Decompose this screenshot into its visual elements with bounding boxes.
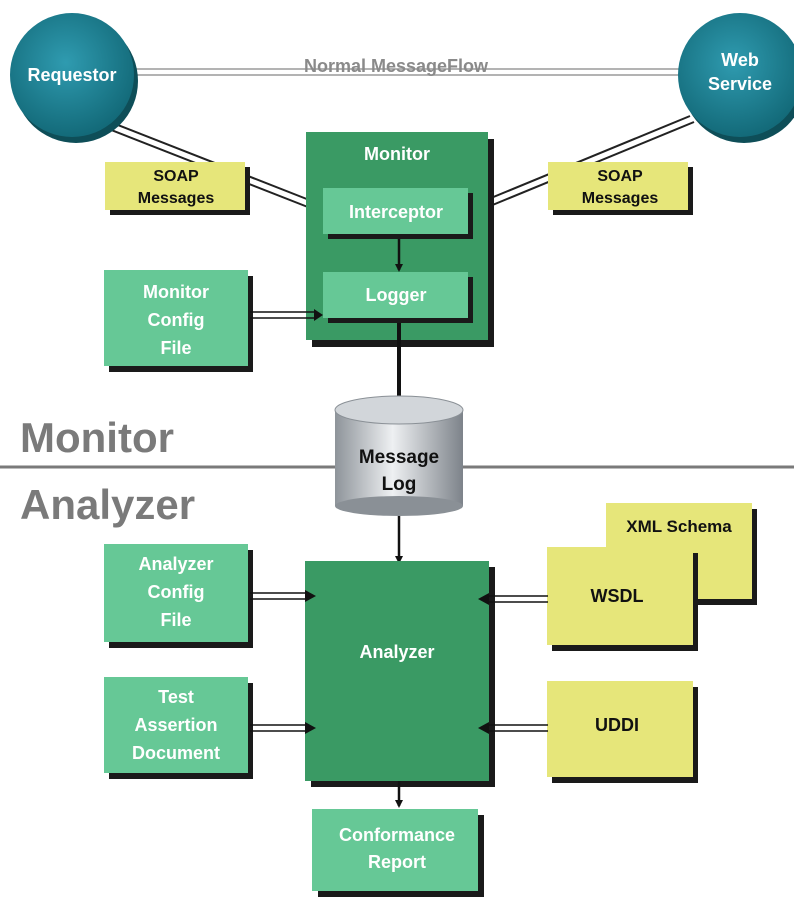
test-assertion-document: Test Assertion Document: [104, 677, 253, 779]
message-log-line2: Log: [382, 474, 417, 495]
interceptor-label: Interceptor: [349, 202, 443, 222]
monitor-box-title: Monitor: [364, 144, 430, 164]
monitor-config-line1: Monitor: [143, 282, 209, 302]
uddi-doc: UDDI: [547, 681, 698, 783]
web-service-label-line1: Web: [721, 50, 759, 70]
test-assertion-line2: Assertion: [134, 715, 217, 735]
soap-right-line2: Messages: [582, 190, 659, 207]
requestor-node: Requestor: [10, 13, 138, 143]
requestor-label: Requestor: [27, 65, 116, 85]
analyzer-config-line3: File: [160, 610, 191, 630]
section-label-monitor: Monitor: [20, 414, 174, 461]
analyzer-config-line1: Analyzer: [138, 554, 213, 574]
analyzer-config-file: Analyzer Config File: [104, 544, 253, 648]
monitor-config-file: Monitor Config File: [104, 270, 253, 372]
soap-messages-left: SOAP Messages: [105, 162, 250, 215]
conformance-report-line1: Conformance: [339, 825, 455, 845]
conformance-report: Conformance Report: [312, 809, 484, 897]
analyzer-box-label: Analyzer: [359, 642, 434, 662]
analyzer-config-line2: Config: [148, 582, 205, 602]
normal-message-flow-label: Normal MessageFlow: [304, 56, 489, 76]
uddi-to-analyzer-arrow: [478, 722, 548, 734]
analyzer-config-to-analyzer-arrow: [250, 590, 316, 602]
soap-left-line2: Messages: [138, 190, 215, 207]
web-service-node: Web Service: [678, 13, 794, 143]
monitor-config-to-logger-arrow: [250, 309, 323, 321]
logger-node: Logger: [323, 272, 473, 323]
section-label-analyzer: Analyzer: [20, 481, 195, 528]
test-assertion-to-analyzer-arrow: [250, 722, 316, 734]
monitor-config-line2: Config: [148, 310, 205, 330]
logger-label: Logger: [366, 285, 427, 305]
analyzer-box: Analyzer: [305, 561, 495, 787]
wsdl-label: WSDL: [591, 586, 644, 606]
soap-right-line1: SOAP: [597, 168, 643, 185]
test-assertion-line3: Document: [132, 743, 220, 763]
conformance-report-line2: Report: [368, 852, 426, 872]
normal-flow-connector: [130, 68, 680, 76]
monitor-config-line3: File: [160, 338, 191, 358]
message-log-line1: Message: [359, 447, 439, 468]
xml-schema-label: XML Schema: [626, 517, 732, 536]
web-service-label-line2: Service: [708, 74, 772, 94]
soap-messages-right: SOAP Messages: [548, 162, 693, 215]
wsdl-doc: WSDL: [547, 547, 698, 651]
wsdl-to-analyzer-arrow: [478, 593, 548, 605]
message-log-cylinder: Message Log: [334, 395, 464, 516]
uddi-label: UDDI: [595, 715, 639, 735]
soap-left-line1: SOAP: [153, 168, 199, 185]
interceptor-node: Interceptor: [323, 188, 473, 239]
test-assertion-line1: Test: [158, 687, 194, 707]
